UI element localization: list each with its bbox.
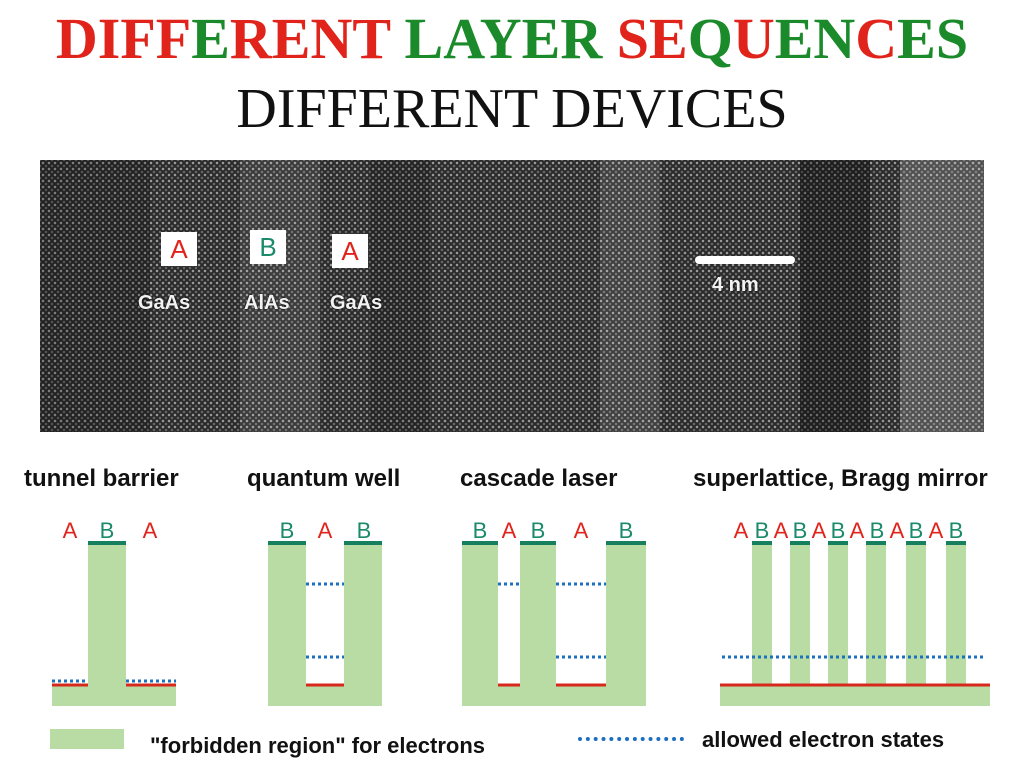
forbidden-region	[498, 686, 520, 706]
layer-label: A	[850, 518, 865, 543]
layer-label: A	[812, 518, 827, 543]
title-letter: N	[310, 6, 353, 71]
title-letter: S	[616, 6, 649, 71]
title-letter: Q	[687, 6, 733, 71]
legend-allowed-label: allowed electron states	[702, 727, 945, 752]
device-title-cascade-laser: cascade laser	[460, 465, 618, 492]
barrier	[906, 543, 926, 688]
title-letter: N	[813, 6, 856, 71]
title-letter	[390, 6, 405, 71]
title-letter: E	[897, 6, 936, 71]
barrier	[344, 543, 382, 706]
tem-micrograph: A B A GaAs AlAs GaAs 4 nm	[40, 160, 984, 432]
layer-label: A	[502, 518, 517, 543]
micrograph-band	[370, 160, 430, 432]
material-label-alas: AlAs	[244, 292, 290, 314]
title-letter: D	[55, 6, 98, 71]
layer-tag-a: A	[332, 234, 368, 268]
barrier	[520, 543, 556, 706]
layer-label: B	[870, 518, 885, 543]
layer-label: B	[619, 518, 634, 543]
layer-label: B	[280, 518, 295, 543]
micrograph-band	[900, 160, 984, 432]
title-letter: R	[229, 6, 272, 71]
title-line-1: DIFFERENT LAYER SEQUENCES	[0, 6, 1024, 72]
layer-label: A	[890, 518, 905, 543]
layer-label: B	[949, 518, 964, 543]
forbidden-region	[306, 686, 344, 706]
forbidden-region	[52, 686, 176, 706]
barrier	[462, 543, 498, 706]
layer-label: B	[755, 518, 770, 543]
title-letter: T	[352, 6, 391, 71]
layer-label: A	[318, 518, 333, 543]
scale-bar	[695, 256, 795, 264]
layer-label: B	[793, 518, 808, 543]
title-letter: S	[935, 6, 969, 71]
device-title-quantum-well: quantum well	[247, 465, 401, 492]
title-letter: C	[855, 6, 898, 71]
layer-label: A	[929, 518, 944, 543]
barrier	[946, 543, 966, 688]
title-letter: Y	[479, 6, 522, 71]
title-letter: F	[120, 6, 156, 71]
micrograph-band	[800, 160, 870, 432]
forbidden-region	[720, 686, 990, 706]
title-line-2: DIFFERENT DEVICES	[236, 78, 788, 140]
barrier	[866, 543, 886, 688]
barrier	[606, 543, 646, 706]
device-title-tunnel-barrier: tunnel barrier	[24, 465, 179, 492]
title-letter: L	[404, 6, 444, 71]
title-letter: E	[649, 6, 688, 71]
barrier	[268, 543, 306, 706]
title-letter: F	[155, 6, 192, 71]
layer-label: B	[531, 518, 546, 543]
forbidden-region	[556, 686, 606, 706]
title-letter: R	[560, 6, 603, 71]
title-letter: A	[443, 6, 480, 71]
micrograph-band	[600, 160, 660, 432]
legend-forbidden-swatch	[50, 729, 124, 749]
layer-label: A	[774, 518, 789, 543]
barrier	[88, 543, 126, 688]
title-letter: E	[271, 6, 311, 71]
layer-label: A	[734, 518, 749, 543]
legend-forbidden-label: "forbidden region" for electrons	[150, 733, 485, 758]
layer-label: B	[357, 518, 372, 543]
title-letter: U	[732, 6, 775, 71]
device-title-superlattice: superlattice, Bragg mirror	[693, 465, 988, 492]
title-letter: E	[774, 6, 814, 71]
micrograph-band	[240, 160, 320, 432]
layer-tag-b: B	[250, 230, 286, 264]
layer-label: B	[100, 518, 115, 543]
layer-label: B	[473, 518, 488, 543]
barrier	[828, 543, 848, 688]
scale-bar-label: 4 nm	[712, 274, 759, 296]
layer-label: A	[63, 518, 78, 543]
barrier	[752, 543, 772, 688]
title-letter: I	[97, 6, 121, 71]
legend-allowed-dash	[578, 737, 684, 741]
title-letter	[602, 6, 617, 71]
layer-label: A	[574, 518, 589, 543]
title-letter: E	[521, 6, 561, 71]
title-letter: E	[191, 6, 230, 71]
material-label-gaas: GaAs	[330, 292, 383, 314]
micrograph-band	[40, 160, 150, 432]
layer-label: A	[143, 518, 158, 543]
layer-label: B	[909, 518, 924, 543]
barrier	[790, 543, 810, 688]
layer-tag-a: A	[161, 232, 197, 266]
layer-label: B	[831, 518, 846, 543]
material-label-gaas: GaAs	[138, 292, 191, 314]
